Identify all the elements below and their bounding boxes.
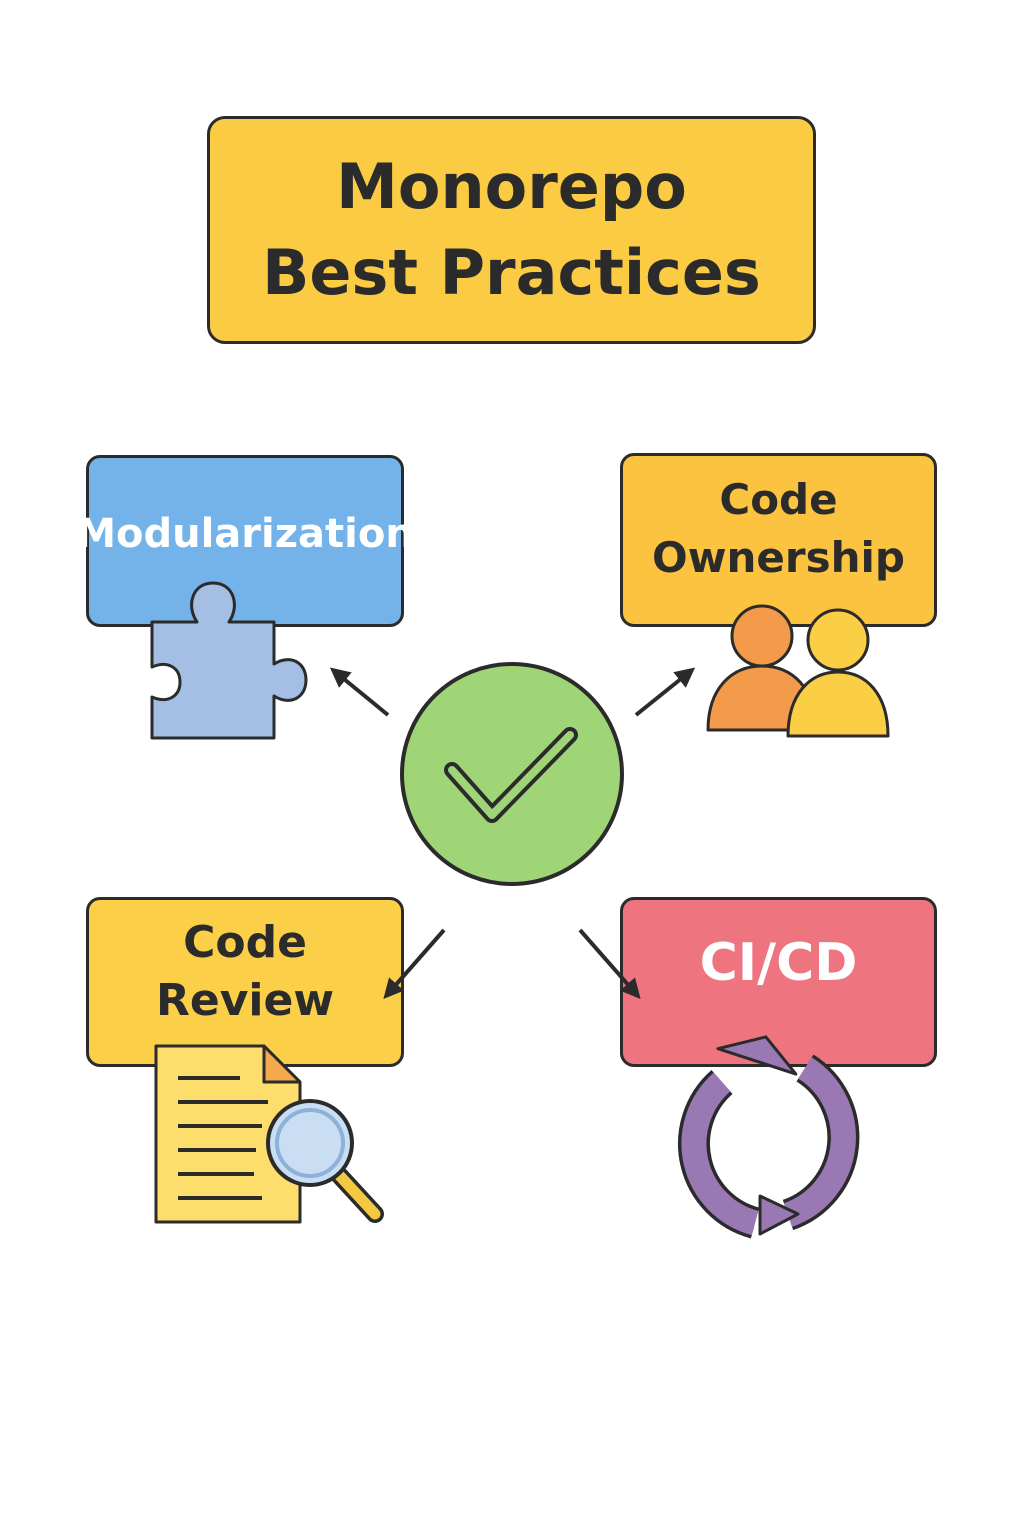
modularization-card: Modularization xyxy=(76,455,414,627)
arrow-to-code-ownership xyxy=(634,667,696,717)
checkmark-circle-icon xyxy=(400,662,624,886)
code-ownership-label-line-2: Ownership xyxy=(652,533,905,582)
code-ownership-card: Code Ownership xyxy=(620,453,937,627)
code-review-label-line-2: Review xyxy=(156,975,334,1026)
document-magnifier-icon xyxy=(154,1044,384,1224)
title-line-1: Monorepo xyxy=(336,150,687,223)
arrow-to-modularization xyxy=(329,667,390,717)
modularization-label: Modularization xyxy=(76,511,414,557)
code-review-card: Code Review xyxy=(86,897,404,1067)
cicd-card: CI/CD xyxy=(620,897,937,1067)
cicd-label: CI/CD xyxy=(699,933,858,993)
code-ownership-label-line-1: Code xyxy=(719,475,838,524)
title-line-2: Best Practices xyxy=(262,236,761,309)
title-box: Monorepo Best Practices xyxy=(207,116,816,344)
code-review-label-line-1: Code xyxy=(183,917,307,968)
